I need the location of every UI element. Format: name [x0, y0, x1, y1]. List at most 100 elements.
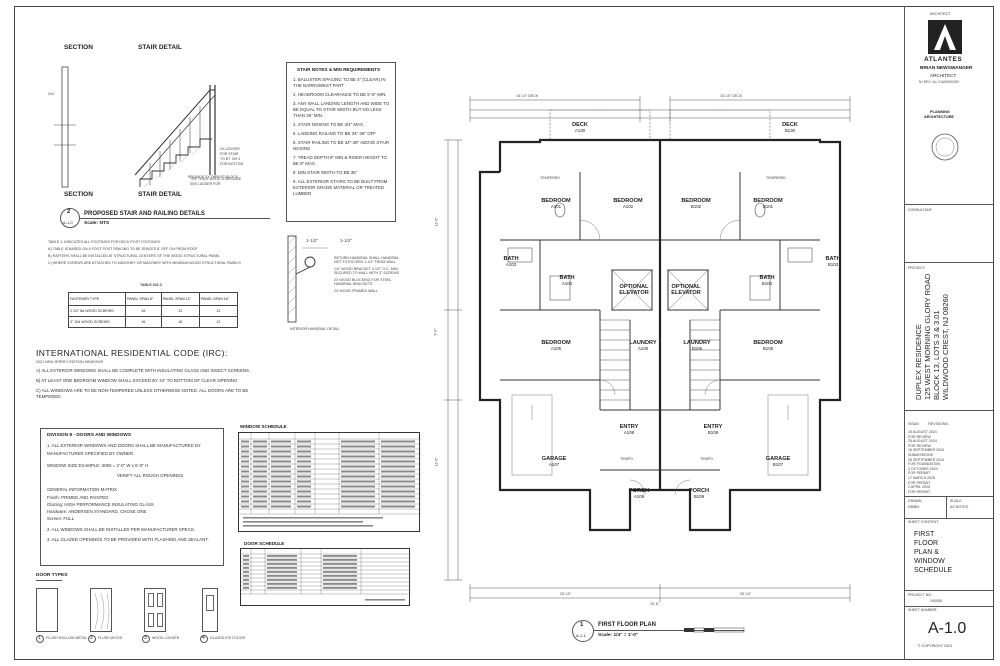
stair-req-item: 1. BALUSTER SPACING TO BE 4" (CLEAR) IN …	[293, 77, 386, 88]
stair-requirements-list: 1. BALUSTER SPACING TO BE 4" (CLEAR) IN …	[293, 77, 391, 200]
room-id: B106	[691, 346, 703, 351]
fastener-header-cell: PANEL SPAN 12"	[160, 292, 200, 306]
room-name: LAUNDRY	[629, 340, 657, 346]
scale-value: AS NOTED	[950, 505, 969, 509]
handrail-detail-drawing	[287, 235, 328, 323]
scale-bar	[684, 627, 745, 633]
window-schedule-table	[238, 432, 421, 532]
project-address-block: DUPLEX RESIDENCE 125 WEST MORNING GLORY …	[914, 260, 950, 400]
room-name: BATH	[503, 256, 519, 262]
detail-title-rule	[80, 218, 270, 219]
svg-text:2X LEDGER: 2X LEDGER	[220, 147, 240, 151]
handrail-dim-a: 1-1/2"	[306, 238, 319, 243]
room-name: BEDROOM	[613, 198, 643, 204]
division8-line: Glazing: HIGH PERFORMANCE INSULATING GLA…	[47, 502, 154, 507]
room-id: A102	[622, 204, 634, 209]
svg-text:SEE LADDER FOR: SEE LADDER FOR	[190, 182, 221, 186]
fastener-cell: 16	[125, 305, 162, 317]
dim-top-left: 15'-10" DECK	[516, 94, 539, 98]
detail-title: PROPOSED STAIR AND RAILING DETAILS	[84, 211, 205, 217]
door-schedule-table	[240, 548, 411, 606]
stair-req-item: 4. STAIR NOSING TO BE 3/4" MAX.	[293, 122, 365, 127]
fastener-header-cell: PANEL SPAN 8"	[125, 292, 162, 306]
room-name: OPTIONAL ELEVATOR	[671, 284, 701, 296]
window-schedule-title: WINDOW SCHEDULE	[240, 424, 287, 429]
louver-panel	[157, 593, 163, 607]
room-name: ENTRY	[703, 424, 723, 430]
tempered-label: TEMPO	[700, 457, 713, 461]
door-type-3-drawing	[144, 588, 166, 632]
issue-label: ISSUE:	[908, 422, 920, 426]
issue-entry: 16 SEPTEMBER 2024	[908, 448, 945, 453]
door-type-4-label: GLAZED EXIT DOOR	[210, 636, 246, 640]
stair-requirements-box: STAIR NOTES & MIN REQUIREMENTS 1. BALUST…	[286, 62, 396, 222]
tb-rule	[905, 262, 993, 263]
room-name: PORCH	[628, 488, 650, 494]
irc-item: A) ALL EXTERIOR WINDOWS SHALL BE COMPLET…	[36, 368, 251, 373]
project-line: WILDWOOD CREST, NJ 08260	[941, 294, 950, 400]
stair-req-item: 5. LANDING RAILING TO BE 34"-38" OFF	[293, 131, 376, 136]
dim-top-right: 15'-10" DECK	[720, 94, 743, 98]
issue-entry: FOR REVIEW	[908, 434, 931, 439]
stair-section-drawing: 2x4 2X LEDGER FOR STAIR TO BT. ON 4 FOR …	[48, 66, 243, 188]
irc-title: INTERNATIONAL RESIDENTIAL CODE (IRC):	[36, 348, 228, 358]
issue-entry: 26 SEPTEMBER 2024	[908, 457, 945, 462]
svg-text:FOR BOTTOM: FOR BOTTOM	[220, 162, 243, 166]
room-id: A130	[574, 128, 586, 133]
tempered-label: TEMPO	[620, 457, 633, 461]
tempered-label: TEMPERED	[540, 176, 560, 180]
detail-scale: Scale: NTS	[84, 221, 110, 226]
room-name: GARAGE	[541, 456, 567, 462]
room-name: OPTIONAL ELEVATOR	[619, 284, 649, 296]
project-line: BLOCK 13, LOTS 3 & 3.01	[932, 310, 941, 400]
sheet-content-line: WINDOW	[914, 558, 945, 565]
project-label: PROJECT:	[908, 266, 926, 270]
stair-req-item: 2. HEADROOM CLEARANCE TO BE 6'-8" MIN.	[293, 92, 387, 97]
room-id: B108	[707, 430, 719, 435]
plan-title: FIRST FLOOR PLAN	[598, 622, 656, 628]
division8-line: 1. ALL EXTERIOR WINDOWS AND DOORS SHALL …	[47, 443, 201, 448]
fastener-note: B) RAFTERS SHALL BE INSTALLED AT STRUCTU…	[48, 254, 221, 258]
issue-entry: FOR REVIEW	[908, 443, 931, 448]
louver-panel	[148, 593, 154, 607]
sheet-content: FIRST FLOOR PLAN & WINDOW SCHEDULE	[914, 530, 952, 575]
room-id: A108	[623, 430, 635, 435]
architect-label: ARCHITECT	[930, 12, 951, 16]
window-schedule-grid	[239, 433, 421, 527]
door-type-2-label: FLUSH WOOD	[98, 636, 123, 640]
drawn-label: DRAWN	[908, 499, 922, 503]
stair-note-thrust: PROVIDE 2X THRUST BLOCK	[188, 175, 239, 179]
architect-name: BRIAN NEWSWANGER	[920, 66, 973, 71]
door-type-3-number: 3	[144, 635, 147, 641]
sheet-number: A-1.0	[928, 620, 967, 637]
fastener-note: TABLE 1. INDICATES ALL FOOTINGS FOR DECK…	[48, 240, 160, 244]
division8-lines: 1. ALL EXTERIOR WINDOWS AND DOORS SHALL …	[47, 443, 219, 545]
fastener-note: C) WHERE SCREWS ARE ATTACHED TO MASONRY …	[48, 261, 241, 265]
sheet-content-line: SCHEDULE	[914, 567, 953, 574]
architect-seal-icon	[931, 133, 959, 161]
fastener-notes: TABLE 1. INDICATES ALL FOOTINGS FOR DECK…	[48, 240, 268, 268]
room-name: GARAGE	[765, 456, 791, 462]
room-id: A105	[550, 346, 562, 351]
handrail-caption: INTERIOR HANDRAIL DETAIL	[290, 327, 340, 331]
issue-list: ISSUE: REVISIONS: 15 AUGUST 2024 FOR REV…	[908, 412, 992, 494]
wood-grain	[94, 592, 110, 630]
room-id: B101	[762, 204, 774, 209]
door-type-3-label: WOOD LOUVER	[152, 636, 180, 640]
issue-entry: 3 OCTOBER 2024	[908, 466, 938, 471]
door-type-2-number: 2	[90, 635, 93, 641]
room-id: B104	[761, 281, 773, 286]
consultant-label: CONSULTANT:	[908, 208, 933, 212]
floor-plan-drawing	[444, 96, 851, 602]
room-id: B130	[784, 128, 796, 133]
room-name: BATH	[825, 256, 841, 262]
sheet-number-label: SHEET NUMBER:	[908, 608, 938, 612]
